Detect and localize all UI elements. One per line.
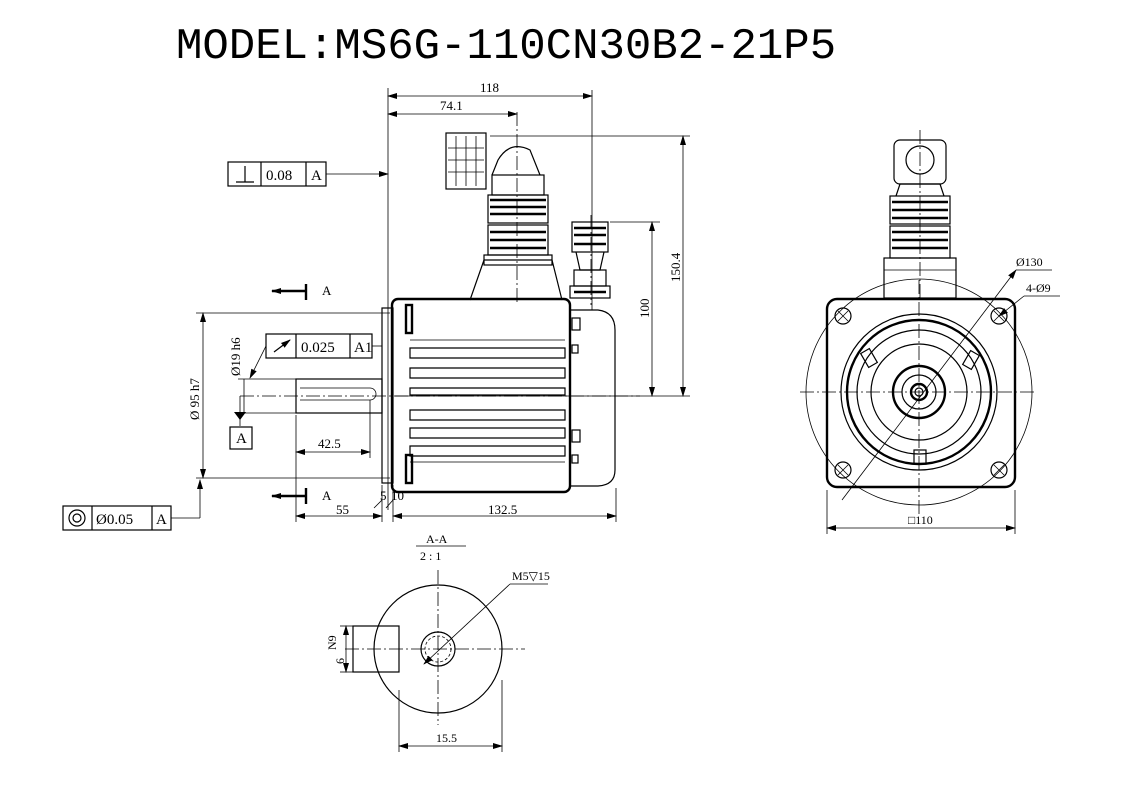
svg-text:0.08: 0.08 bbox=[266, 168, 292, 184]
front-connector bbox=[883, 130, 957, 300]
gdt-concentricity: Ø0.05 A bbox=[62, 479, 203, 531]
svg-text:0.025: 0.025 bbox=[301, 340, 335, 356]
dim-shaft-dia: Ø19 h6 bbox=[228, 337, 243, 376]
power-connector bbox=[445, 112, 563, 305]
dim-100: 100 bbox=[637, 299, 652, 319]
dim-150-4: 150.4 bbox=[668, 252, 683, 282]
dim-pcd: Ø130 bbox=[1016, 255, 1043, 269]
thread-callout: M5▽15 bbox=[512, 569, 550, 583]
dim-55: 55 bbox=[336, 502, 349, 517]
side-view: 118 74.1 150.4 100 55 132.5 5 10 42.5 bbox=[62, 80, 690, 531]
dim-118: 118 bbox=[480, 80, 499, 95]
section-label-top: A bbox=[322, 283, 332, 298]
svg-text:A1: A1 bbox=[354, 340, 372, 356]
model-title: MODEL:MS6G-110CN30B2-21P5 bbox=[176, 22, 836, 72]
dim-holes: 4-Ø9 bbox=[1026, 281, 1051, 295]
dim-42-5: 42.5 bbox=[318, 436, 341, 451]
datum-a-box bbox=[229, 426, 253, 450]
dim-square: □110 bbox=[908, 513, 933, 527]
key-width-tol: N9 bbox=[325, 635, 339, 650]
key-depth: 15.5 bbox=[436, 731, 457, 745]
section-scale: 2 : 1 bbox=[420, 549, 441, 563]
dim-5: 5 bbox=[380, 488, 387, 503]
dim-132-5: 132.5 bbox=[488, 502, 517, 517]
gdt-runout: 0.025 A1 bbox=[249, 333, 382, 379]
gdt-perpendicularity: 0.08 A bbox=[227, 161, 389, 187]
dim-spigot-dia: Ø 95 h7 bbox=[187, 378, 202, 420]
svg-text:A: A bbox=[311, 168, 322, 184]
motor-body bbox=[390, 297, 572, 494]
section-view: A-A 2 : 1 M5▽15 N9 6 15.5 bbox=[325, 532, 550, 752]
svg-text:Ø0.05: Ø0.05 bbox=[96, 512, 133, 528]
section-title: A-A bbox=[426, 532, 448, 546]
body-fins bbox=[409, 339, 566, 463]
datum-a-label: A bbox=[236, 431, 247, 447]
encoder-connector bbox=[569, 215, 611, 305]
dim-10: 10 bbox=[391, 488, 404, 503]
dim-74-1: 74.1 bbox=[440, 98, 463, 113]
rear-cover bbox=[570, 309, 616, 487]
section-label-bottom: A bbox=[322, 488, 332, 503]
front-view: Ø130 4-Ø9 □110 bbox=[800, 130, 1060, 534]
svg-text:A: A bbox=[156, 512, 167, 528]
key-width-value: 6 bbox=[333, 658, 347, 664]
square-flange bbox=[825, 297, 1017, 489]
